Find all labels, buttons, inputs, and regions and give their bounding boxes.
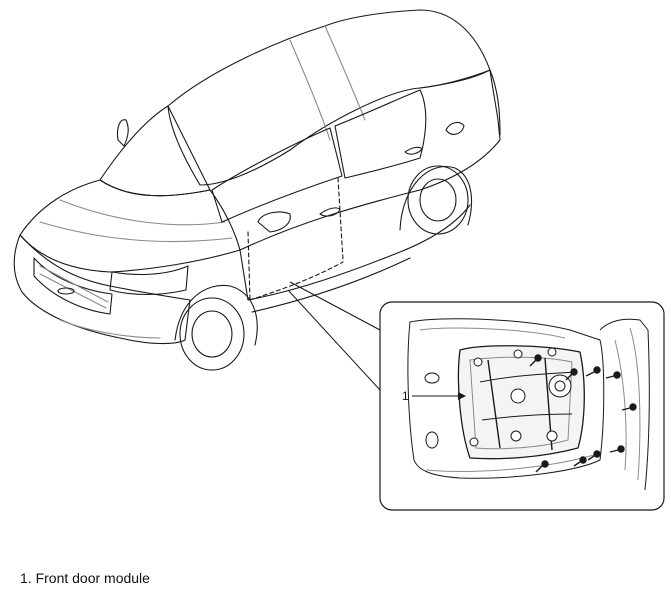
- bolt: [529, 354, 542, 367]
- door-frame: [407, 318, 605, 479]
- door-seam-lower: [249, 261, 344, 301]
- bolt: [609, 445, 625, 453]
- car-side-mirror: [257, 211, 291, 233]
- mounting-bolts: [529, 354, 637, 473]
- front-door-handle: [319, 207, 341, 217]
- detail-inset: 1: [379, 301, 665, 511]
- bolt: [621, 403, 637, 411]
- fuel-cap: [445, 121, 465, 135]
- car-illustration: [13, 9, 501, 371]
- bolt: [573, 456, 587, 467]
- car-emblem: [57, 287, 75, 295]
- regulator-rail-1: [487, 359, 501, 449]
- bolt: [535, 460, 549, 473]
- car-antenna: [116, 119, 129, 147]
- regulator-motor: [548, 374, 572, 398]
- car-front-window: [211, 127, 343, 223]
- car-hood: [19, 179, 241, 273]
- rear-door-handle: [404, 146, 423, 155]
- bolt: [605, 371, 621, 379]
- car-front-bumper: [13, 234, 191, 345]
- car-windshield: [99, 105, 211, 197]
- bolt: [587, 450, 601, 461]
- car-trunk: [419, 69, 501, 136]
- car-grille: [33, 257, 113, 315]
- bolt: [565, 368, 578, 381]
- bolt: [585, 366, 601, 377]
- car-body-side: [239, 69, 501, 251]
- door-seam-front: [247, 231, 251, 301]
- car-headlight: [109, 265, 189, 295]
- figure-caption: 1. Front door module: [20, 570, 150, 586]
- callout-number: 1: [402, 389, 409, 403]
- detail-leader-lines: [287, 281, 381, 391]
- car-rear-window: [334, 89, 427, 179]
- rear-wheel: [399, 165, 473, 235]
- body-pillar: [599, 318, 650, 491]
- front-wheel: [174, 284, 258, 371]
- door-seam-rear: [337, 177, 344, 261]
- callout-arrowhead: [458, 392, 466, 400]
